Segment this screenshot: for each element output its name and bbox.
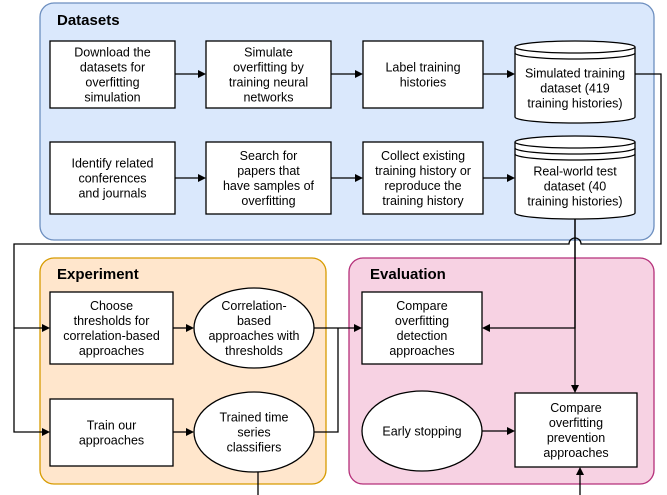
node-text-line: Train our (87, 419, 137, 433)
node-text-line: histories (400, 76, 447, 90)
node-text-line: Trained time (219, 411, 288, 425)
node-text-line: Real-world test (533, 165, 617, 179)
node-text-line: approaches (389, 344, 454, 358)
node-text-line: approaches (79, 344, 144, 358)
node-text-line: conferences (78, 172, 146, 186)
node-text-line: dataset (40 (544, 180, 607, 194)
node-text-line: have samples of (223, 179, 315, 193)
node-text-line: dataset (419 (540, 82, 610, 96)
node-text-line: approaches (79, 434, 144, 448)
node-text-line: Search for (240, 149, 298, 163)
node-text-line: reproduce the (384, 179, 461, 193)
node-text-line: series (237, 426, 270, 440)
node-text-line: Correlation- (221, 299, 286, 313)
node-text-line: Compare (396, 299, 447, 313)
node-text-line: based (237, 314, 271, 328)
node-text-line: approaches with (208, 329, 299, 343)
node-text-line: overfitting (549, 416, 603, 430)
node-text-line: Simulate (244, 46, 293, 60)
datasets-panel-title: Datasets (57, 12, 120, 29)
connectors (13, 70, 662, 495)
node-text-line: prevention (547, 431, 605, 445)
node-text-line: Download the (74, 46, 150, 60)
node-text-line: Label training (385, 61, 460, 75)
node-text-line: training histories) (527, 97, 622, 111)
node-text-line: Collect existing (381, 149, 465, 163)
node-text-line: training histories) (527, 195, 622, 209)
node-text-line: overfitting (85, 76, 139, 90)
node-text-line: Choose (90, 299, 133, 313)
node-text-line: papers that (237, 164, 300, 178)
node-text-line: training history (382, 194, 464, 208)
evaluation-panel-title: Evaluation (370, 266, 446, 283)
node-text-line: correlation-based (63, 329, 160, 343)
node-text-line: overfitting (395, 314, 449, 328)
node-text-line: simulation (84, 91, 140, 105)
node-text-line: Simulated training (525, 67, 625, 81)
node-text-line: networks (243, 91, 293, 105)
node-text-line: thresholds for (74, 314, 150, 328)
node-text-line: Identify related (72, 157, 154, 171)
early-stopping-label: Early stopping (382, 425, 461, 439)
node-text-line: Compare (550, 401, 601, 415)
experiment-panel-title: Experiment (57, 266, 139, 283)
node-text-line: Early stopping (382, 425, 461, 439)
node-text-line: overfitting (241, 194, 295, 208)
node-text-line: approaches (543, 446, 608, 460)
node-text-line: datasets for (80, 61, 145, 75)
node-text-line: and journals (78, 187, 146, 201)
node-text-line: overfitting by (233, 61, 305, 75)
datasets-panel (39, 2, 655, 241)
node-text-line: detection (397, 329, 448, 343)
early-stopping-node: Early stopping (361, 390, 483, 472)
node-text-line: training history or (375, 164, 471, 178)
node-text-line: training neural (229, 76, 308, 90)
node-text-line: thresholds (225, 344, 283, 358)
node-text-line: classifiers (227, 441, 282, 455)
